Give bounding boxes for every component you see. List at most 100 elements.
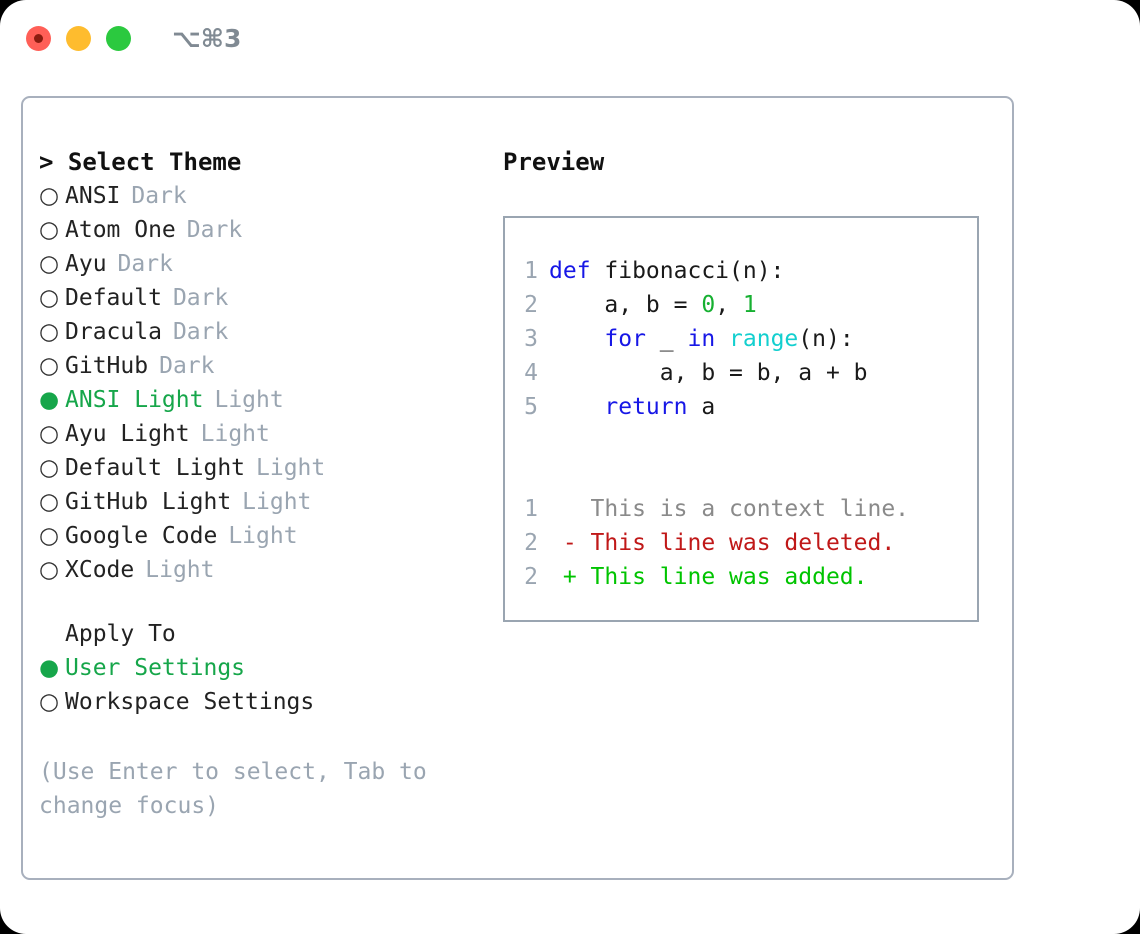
spacer <box>39 587 503 617</box>
code-line: 4 a, b = b, a + b <box>505 356 977 390</box>
keyboard-hint: (Use Enter to select, Tab to change focu… <box>39 759 441 819</box>
line-number: 1 <box>524 258 538 284</box>
diff-sample: 1 This is a context line.2 - This line w… <box>505 492 977 594</box>
diff-marker: + <box>549 564 591 590</box>
close-window-button[interactable] <box>26 25 51 51</box>
line-number: 1 <box>524 496 538 522</box>
code-token: for <box>604 326 660 352</box>
option-label: User Settings <box>65 655 246 681</box>
option-kind-badge: Dark <box>117 251 173 277</box>
option-kind-badge: Dark <box>186 217 243 243</box>
line-number: 5 <box>524 394 538 420</box>
code-text: a, b = 0, 1 <box>549 288 757 322</box>
page-title: > Select Theme <box>39 148 242 176</box>
option-label: Google Code <box>65 523 218 549</box>
code-token: def <box>549 258 605 284</box>
option-label: Dracula <box>65 319 162 345</box>
radio-unselected-icon: ○ <box>39 557 60 583</box>
titlebar: ⌥⌘3 <box>0 0 1140 76</box>
option-kind-badge: Light <box>145 557 215 583</box>
theme-option-6[interactable]: ●ANSI Light Light <box>39 383 503 417</box>
code-token: return <box>604 394 702 420</box>
line-number: 2 <box>524 292 538 318</box>
code-line: 2 a, b = 0, 1 <box>505 288 977 322</box>
theme-option-7[interactable]: ○Ayu Light Light <box>39 417 503 451</box>
code-text: a, b = b, a + b <box>549 356 868 390</box>
code-line: 5 return a <box>505 390 977 424</box>
radio-unselected-icon: ○ <box>39 285 60 311</box>
code-text: def fibonacci(n): <box>549 254 784 288</box>
code-token: a <box>701 394 716 420</box>
code-token: 0 <box>701 292 716 318</box>
option-label: ANSI Light <box>65 387 204 413</box>
radio-unselected-icon: ○ <box>39 217 60 243</box>
traffic-lights <box>26 25 131 51</box>
option-kind-badge: Light <box>200 421 270 447</box>
line-number: 3 <box>524 326 538 352</box>
diff-text: This line was deleted. <box>590 530 896 556</box>
radio-unselected-icon: ○ <box>39 489 60 515</box>
code-line: 1 def fibonacci(n): <box>505 254 977 288</box>
preview-title: Preview <box>503 148 605 176</box>
line-number: 2 <box>524 530 538 556</box>
code-token: in <box>687 326 730 352</box>
spacer <box>505 458 977 492</box>
option-label: Default <box>65 285 162 311</box>
code-token: 1 <box>742 292 757 318</box>
apply-option-0[interactable]: ●User Settings <box>39 651 503 685</box>
option-label: Ayu <box>65 251 107 277</box>
line-number: 4 <box>524 360 538 386</box>
option-kind-badge: Dark <box>131 183 187 209</box>
code-token <box>549 394 604 420</box>
diff-text: This line was added. <box>590 564 868 590</box>
code-token: , <box>715 292 743 318</box>
option-kind-badge: Dark <box>172 285 229 311</box>
radio-unselected-icon: ○ <box>39 421 60 447</box>
keyboard-shortcut-label: ⌥⌘3 <box>172 23 242 53</box>
option-label: GitHub Light <box>65 489 232 515</box>
radio-unselected-icon: ○ <box>39 183 60 209</box>
maximize-window-button[interactable] <box>106 25 131 51</box>
theme-option-11[interactable]: ○XCode Light <box>39 553 503 587</box>
radio-unselected-icon: ○ <box>39 251 60 277</box>
apply-option-1[interactable]: ○Workspace Settings <box>39 685 503 719</box>
radio-selected-icon: ● <box>39 387 60 413</box>
radio-unselected-icon: ○ <box>39 319 60 345</box>
spacer <box>505 424 977 458</box>
code-token: (n): <box>798 326 854 352</box>
minimize-window-button[interactable] <box>66 25 91 51</box>
option-label: Default Light <box>65 455 246 481</box>
apply-to-list[interactable]: ●User Settings○Workspace Settings <box>39 651 503 719</box>
option-label: Ayu Light <box>65 421 190 447</box>
line-number: 2 <box>524 564 538 590</box>
code-line: 3 for _ in range(n): <box>505 322 977 356</box>
code-token: a, b = b, a + b <box>549 360 868 386</box>
code-token: fibonacci(n): <box>604 258 785 284</box>
code-text: for _ in range(n): <box>549 322 854 356</box>
theme-option-2[interactable]: ○Ayu Dark <box>39 247 503 281</box>
theme-option-3[interactable]: ○Default Dark <box>39 281 503 315</box>
code-token: _ <box>659 326 688 352</box>
option-kind-badge: Light <box>214 387 284 413</box>
diff-line: 2 - This line was deleted. <box>505 526 977 560</box>
diff-marker <box>549 492 591 526</box>
option-label: Workspace Settings <box>65 689 315 715</box>
code-token: range <box>729 326 799 352</box>
option-label: XCode <box>65 557 135 583</box>
radio-unselected-icon: ○ <box>39 689 60 715</box>
code-token <box>549 326 604 352</box>
